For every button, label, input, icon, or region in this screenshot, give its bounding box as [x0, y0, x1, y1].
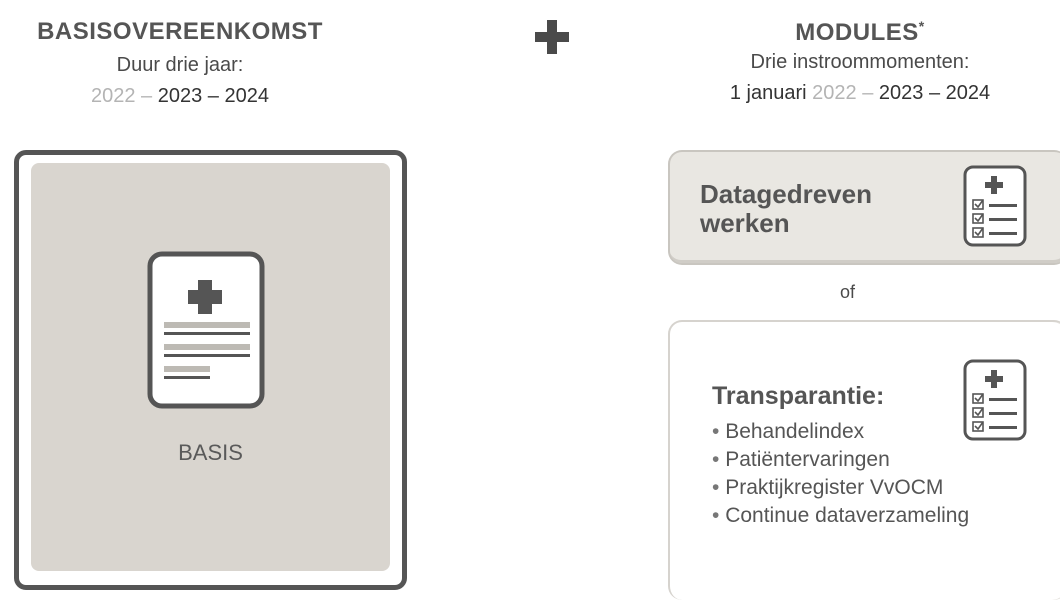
- list-item: Patiëntervaringen: [712, 446, 969, 474]
- basis-year-2024: 2024: [224, 85, 270, 107]
- modules-asterisk: *: [918, 18, 925, 34]
- basis-duration: Duur drie jaar:: [116, 54, 244, 76]
- transparantie-list: Behandelindex Patiëntervaringen Praktijk…: [712, 418, 969, 530]
- basis-years: 2022 – 2023 – 2024: [30, 85, 330, 108]
- basis-year-sep2: –: [202, 85, 225, 107]
- modules-year-sep2: –: [923, 82, 946, 104]
- modules-start: 1 januari 2022 – 2023 – 2024: [690, 82, 1030, 105]
- modules-year-2023: 2023: [878, 82, 924, 104]
- checklist-icon: [963, 359, 1027, 441]
- modules-year-2022: 2022: [812, 82, 857, 104]
- basis-card-label: BASIS: [178, 440, 243, 465]
- list-item: Continue dataverzameling: [712, 502, 969, 530]
- modules-year-2024: 2024: [945, 82, 991, 104]
- module-datagedreven-title: Datagedreven werken: [700, 180, 930, 238]
- modules-start-prefix: 1 januari: [729, 82, 813, 104]
- medical-document-icon: [147, 251, 265, 409]
- basis-year-2022: 2022: [91, 85, 136, 107]
- module-datagedreven-line2: werken: [700, 208, 790, 238]
- basis-year-sep1: –: [135, 85, 158, 107]
- list-item: Praktijkregister VvOCM: [712, 474, 969, 502]
- basis-header: BASISOVEREENKOMST Duur drie jaar: 2022 –…: [30, 18, 330, 108]
- or-label: of: [840, 282, 856, 302]
- module-transparantie-title: Transparantie:: [712, 382, 885, 410]
- basis-year-2023: 2023: [157, 85, 203, 107]
- modules-title-text: MODULES: [795, 19, 919, 46]
- modules-header: MODULES* Drie instroommomenten: 1 januar…: [690, 18, 1030, 105]
- module-datagedreven-line1: Datagedreven: [700, 179, 872, 209]
- basis-title: BASISOVEREENKOMST: [37, 18, 323, 45]
- checklist-icon: [963, 165, 1027, 247]
- modules-year-sep1: –: [856, 82, 879, 104]
- plus-icon: [535, 20, 569, 54]
- modules-title: MODULES*: [690, 18, 1030, 47]
- list-item: Behandelindex: [712, 418, 969, 446]
- modules-moments: Drie instroommomenten:: [750, 51, 970, 73]
